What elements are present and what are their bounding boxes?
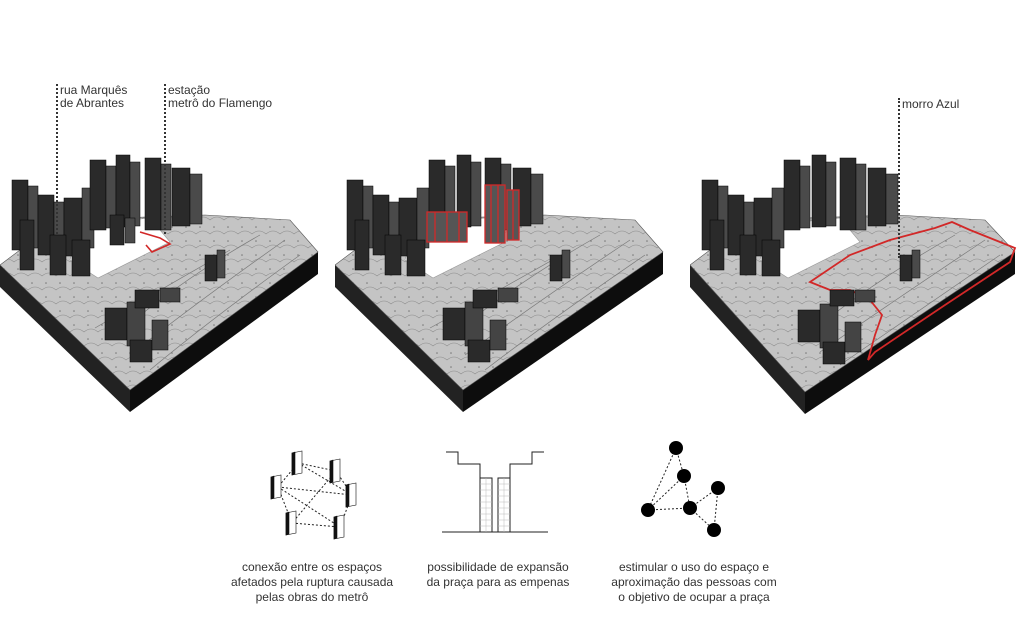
caption-line: pelas obras do metrô [212,590,412,605]
model-2 [335,140,670,420]
caption-line: estimular o uso do espaço e [594,560,794,575]
leader-rua [56,84,58,234]
caption-line: afetados pela ruptura causada [212,575,412,590]
label-line: metrô do Flamengo [168,97,272,110]
caption-line: da praça para as empenas [398,575,598,590]
leader-estacao [164,84,166,234]
label-line: morro Azul [902,98,959,111]
caption-estimular: estimular o uso do espaço e aproximação … [594,560,794,605]
label-morro-azul: morro Azul [902,98,959,111]
caption-line: possibilidade de expansão [398,560,598,575]
caption-line: aproximação das pessoas com [594,575,794,590]
facade-expansion-icon [440,448,550,540]
leader-morro [898,98,900,258]
label-rua-marques: rua Marquês de Abrantes [60,84,127,110]
people-network-icon [632,436,732,546]
caption-expansao: possibilidade de expansão da praça para … [398,560,598,590]
caption-conexao: conexão entre os espaços afetados pela r… [212,560,412,605]
connection-icon [262,445,362,545]
label-line: de Abrantes [60,97,127,110]
caption-line: conexão entre os espaços [212,560,412,575]
label-estacao-metro: estação metrô do Flamengo [168,84,272,110]
caption-line: o objetivo de ocupar a praça [594,590,794,605]
model-3 [690,140,1020,420]
